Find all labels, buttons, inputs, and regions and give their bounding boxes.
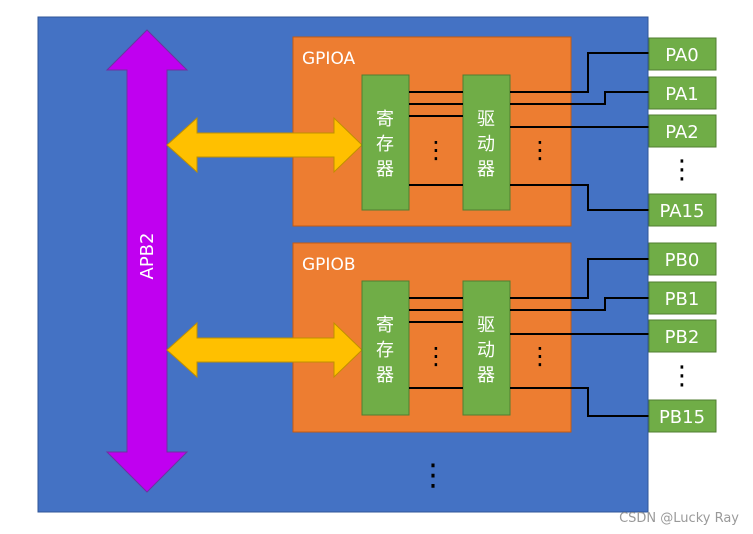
- gpio-b-register: [361, 280, 410, 416]
- watermark-text: CSDN @Lucky Ray: [619, 511, 739, 526]
- gpio-a-register: [361, 74, 410, 211]
- pin-pb0-label: PB0: [665, 250, 700, 271]
- pin-pa1-box: [648, 76, 717, 110]
- gpio-a-register-char-2: 存: [376, 134, 394, 155]
- gpio-a-internal-wires: [409, 91, 463, 186]
- gpio-b-internal-wires: [409, 297, 463, 389]
- gpio-b-register-char-1: 寄: [376, 315, 394, 336]
- gpio-b-output-ellipsis: ⋮: [528, 342, 552, 370]
- gpio-b-driver: [462, 280, 511, 416]
- gpio-b-output-wires: [510, 258, 649, 417]
- pin-pb0-box: [648, 242, 717, 276]
- pin-pa2-label: PA2: [665, 122, 698, 143]
- gpio-b-driver-char-2: 动: [477, 340, 495, 361]
- pin-pa2-box: [648, 114, 717, 148]
- pin-pb1-box: [648, 281, 717, 315]
- gpio-block-a-title: GPIOA: [302, 49, 356, 69]
- gpio-block-a-panel: [292, 36, 572, 227]
- more-ports-ellipsis: ⋮: [418, 458, 448, 493]
- gpio-a-register-char-3: 器: [376, 159, 394, 180]
- apb2-bus-label: APB2: [137, 233, 158, 280]
- pin-pb2-box: [648, 319, 717, 353]
- pin-a-ellipsis: ⋮: [669, 155, 695, 185]
- gpio-b-driver-char-1: 驱: [477, 315, 495, 336]
- gpio-block-a: GPIOA 寄 存 器 驱 动 器 ⋮ ⋮ PA0: [166, 36, 717, 227]
- gpio-a-driver-char-3: 器: [477, 159, 495, 180]
- gpio-block-b-title: GPIOB: [302, 255, 355, 275]
- gpio-a-driver: [462, 74, 511, 211]
- pin-pa1-label: PA1: [665, 84, 698, 105]
- gpio-b-driver-char-3: 器: [477, 365, 495, 386]
- pin-pb15-label: PB15: [659, 407, 705, 428]
- pin-pb15-box: [648, 399, 717, 433]
- gpio-a-internal-ellipsis: ⋮: [424, 136, 448, 164]
- gpio-a-output-ellipsis: ⋮: [528, 136, 552, 164]
- gpio-a-driver-char-1: 驱: [477, 109, 495, 130]
- pin-pa15-box: [648, 193, 717, 227]
- gpio-b-register-char-3: 器: [376, 365, 394, 386]
- pin-pa0-label: PA0: [665, 45, 698, 66]
- pin-pa0-box: [648, 37, 717, 71]
- gpio-a-register-char-1: 寄: [376, 109, 394, 130]
- gpio-a-driver-char-2: 动: [477, 134, 495, 155]
- gpio-b-register-char-2: 存: [376, 340, 394, 361]
- gpio-b-internal-ellipsis: ⋮: [424, 342, 448, 370]
- pin-pb2-label: PB2: [665, 327, 700, 348]
- pin-pb1-label: PB1: [665, 289, 700, 310]
- gpio-block-b: GPIOB 寄 存 器 驱 动 器 ⋮ ⋮ PB0 PB1 PB2 ⋮: [166, 242, 717, 433]
- pin-b-ellipsis: ⋮: [669, 361, 695, 391]
- pin-pa15-label: PA15: [660, 201, 705, 222]
- gpio-a-output-wires: [510, 52, 649, 211]
